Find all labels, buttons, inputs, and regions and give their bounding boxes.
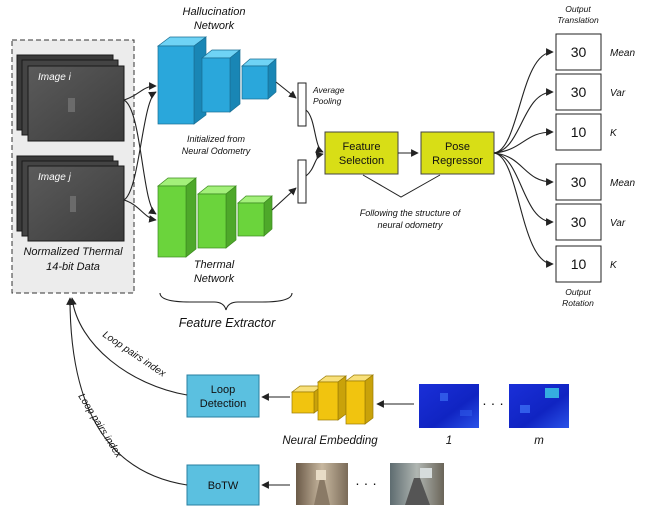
input-caption-line1: Normalized Thermal [23,246,123,258]
arrow-image-i-to-thermal [123,99,157,215]
feature-extractor-label: Feature Extractor [179,316,276,330]
output-label: Var [610,88,626,99]
output-box: 30 Mean [493,152,635,201]
arrow-image-i-to-hallucination [123,82,157,101]
output-box: 10 K [493,113,618,154]
loop-pairs-label-2: Loop pairs index [75,392,124,461]
image-i-label: Image i [38,72,72,83]
thermal-network: Thermal Network [157,177,273,285]
structure-brace [362,174,441,198]
embed-image-first [419,384,479,428]
average-pooling-line2: Pooling [313,96,342,106]
output-box: 30 Mean [493,33,635,154]
output-box: 30 Var [493,73,626,154]
arrow-image-j-to-thermal [123,199,157,223]
pose-regressor-line1: Pose [445,141,470,153]
output-label: Var [610,218,626,229]
pooling-bar-bottom [297,159,307,204]
feature-selection-line2: Selection [339,155,384,167]
botw-label: BoTW [208,480,239,492]
loop-detection-line2: Detection [200,398,246,410]
structure-note-line2: neural odometry [377,220,443,230]
output-value: 10 [571,256,587,272]
loop-pairs-label-1: Loop pairs index [100,329,168,380]
pose-regressor-box: Pose Regressor [420,131,495,175]
image-j-stack: Image j [16,155,125,242]
arrow-pool-top-to-selection [305,109,324,153]
loop-detection-line1: Loop [211,384,235,396]
arrow-botw-to-input [66,297,188,486]
embed-last-label: m [534,435,544,447]
arrow-image-j-to-hallucination [123,91,157,201]
average-pooling-line1: Average [312,85,345,95]
rgb-image-first [296,463,348,505]
image-j-label: Image j [38,172,72,183]
output-boxes: 30 Mean 30 Var 10 K 30 Mean 30 Var [493,33,635,283]
output-value: 10 [571,124,587,140]
output-value: 30 [571,174,587,190]
input-panel: Image i Image j Normalized Thermal 14-bi… [11,39,135,294]
hallucination-network: Hallucination Network [156,6,277,125]
embed-first-label: 1 [446,435,452,447]
neural-embedding-label: Neural Embedding [282,435,378,447]
output-label: Mean [610,178,635,189]
output-value: 30 [571,84,587,100]
init-note-line1: Initialized from [187,134,246,144]
output-value: 30 [571,44,587,60]
arrow-hallucination-to-pool [275,81,297,99]
output-translation-line1: Output [565,4,591,14]
thermal-label-line1: Thermal [194,259,235,271]
input-caption-line2: 14-bit Data [46,261,100,273]
output-rotation-line2: Rotation [562,298,594,308]
output-label: K [610,260,618,271]
output-label: Mean [610,48,635,59]
arrow-loop-to-input [69,297,188,396]
image-i-stack: Image i [16,54,125,142]
neural-embedding: Neural Embedding [282,374,378,447]
botw-box: BoTW [186,464,260,506]
feature-selection-line1: Feature [343,141,381,153]
hallucination-label-line1: Hallucination [183,6,246,18]
pooling-bar-top [297,82,307,127]
arrow-pool-bottom-to-selection [305,151,324,177]
output-value: 30 [571,214,587,230]
pose-regressor-line2: Regressor [432,155,483,167]
feature-selection-box: Feature Selection [324,131,399,175]
embed-ellipsis: · · · [482,395,504,411]
feature-extractor-brace [159,292,293,311]
output-box: 10 K [493,152,618,283]
output-label: K [610,128,618,139]
rgb-ellipsis: · · · [355,475,377,491]
arrow-thermal-to-pool [271,187,297,211]
init-note-line2: Neural Odometry [182,146,251,156]
output-box: 30 Var [493,152,626,241]
loop-detection-box: Loop Detection [186,374,260,418]
output-rotation-line1: Output [565,287,591,297]
thermal-label-line2: Network [194,273,235,285]
output-translation-line2: Translation [557,15,599,25]
structure-note-line1: Following the structure of [360,208,462,218]
hallucination-label-line2: Network [194,20,235,32]
rgb-image-last [390,463,444,505]
embed-image-last [509,384,569,428]
